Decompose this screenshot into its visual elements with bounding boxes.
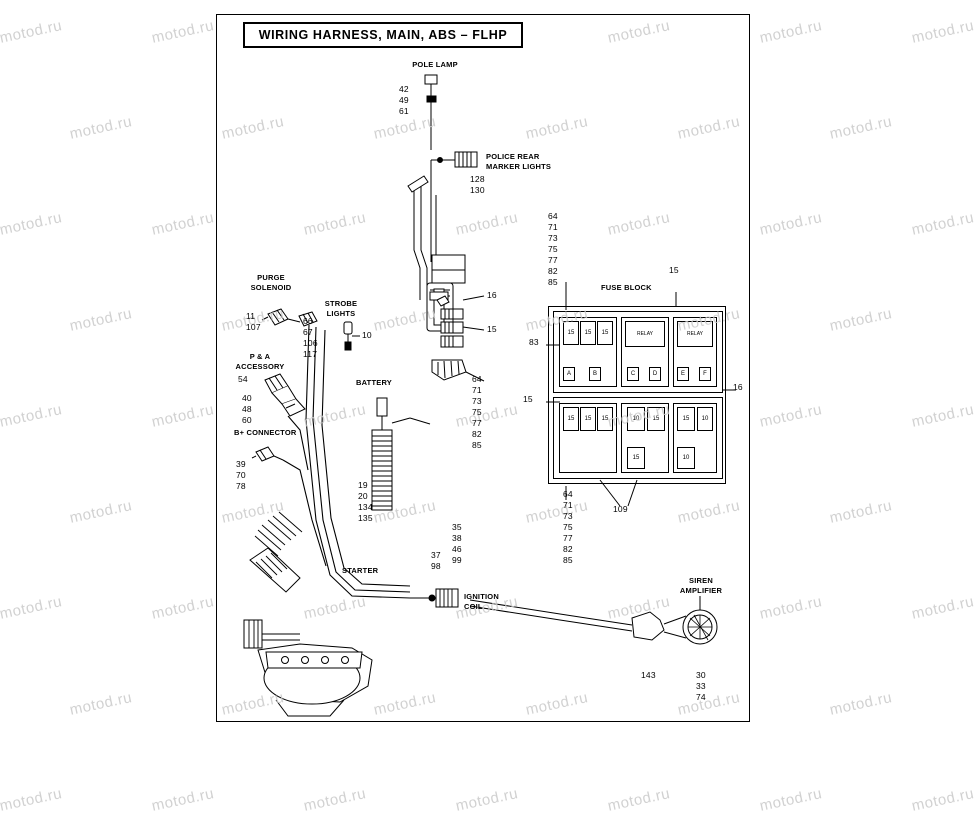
callout-fuse-lower-numbers: 64 71 73 75 77 82 85 <box>563 489 573 565</box>
fuse-cell: 10 <box>697 407 713 431</box>
fuse-letter: D <box>649 367 661 381</box>
diagram-title-box: WIRING HARNESS, MAIN, ABS – FLHP <box>243 22 523 48</box>
watermark-text: motod.ru <box>606 785 672 815</box>
fuse-letter: B <box>589 367 601 381</box>
fuse-cell: 15 <box>563 407 579 431</box>
fuse-bank-upper-mid <box>621 317 669 387</box>
fuse-block-upper-half <box>553 311 723 393</box>
label-b-plus-connector: B+ CONNECTOR <box>234 428 297 437</box>
page-title: WIRING HARNESS, MAIN, ABS – FLHP <box>258 28 508 42</box>
callout-pa-number: 54 <box>238 374 248 384</box>
label-purge-solenoid: PURGE SOLENOID <box>250 273 292 292</box>
watermark-text: motod.ru <box>910 785 976 815</box>
relay-block: RELAY <box>677 321 713 347</box>
label-siren-amplifier: SIREN AMPLIFIER <box>679 576 723 595</box>
callout-fuse-16-right: 16 <box>733 382 743 392</box>
watermark-text: motod.ru <box>0 785 64 815</box>
label-fuse-block: FUSE BLOCK <box>601 283 652 292</box>
fuse-cell: 15 <box>580 321 596 345</box>
wiring-diagram-artwork <box>243 74 736 717</box>
callout-fuse-upper-numbers: 64 71 73 75 77 82 85 <box>548 211 558 287</box>
watermark-text: motod.ru <box>302 785 368 815</box>
label-strobe-lights: STROBE LIGHTS <box>324 299 358 318</box>
fuse-cell: 15 <box>647 407 665 431</box>
fuse-block-diagram: 15 15 15 RELAY RELAY A B C D E F 15 15 1… <box>548 306 726 484</box>
fuse-cell: 15 <box>597 321 613 345</box>
fuse-bank-upper-right <box>673 317 717 387</box>
fuse-cell: 15 <box>580 407 596 431</box>
fuse-letter: A <box>563 367 575 381</box>
label-starter: STARTER <box>342 566 379 575</box>
fuse-bank-lower-left <box>559 403 617 473</box>
fuse-bank-upper-left <box>559 317 617 387</box>
callout-fuse-15-left: 15 <box>523 394 533 404</box>
fuse-cell: 15 <box>597 407 613 431</box>
callout-strobe-number: 10 <box>362 330 372 340</box>
label-pa-accessory: P & A ACCESSORY <box>235 352 285 371</box>
callout-coil-left-numbers: 37 98 <box>431 550 441 571</box>
callout-fuse-109: 109 <box>613 504 628 514</box>
callout-pa-numbers: 40 48 60 <box>242 393 252 425</box>
callout-fuse-15-top: 15 <box>669 265 679 275</box>
callout-siren-numbers: 30 33 74 <box>696 670 706 702</box>
fuse-cell: 15 <box>563 321 579 345</box>
callout-fuse-83: 83 <box>529 337 539 347</box>
fuse-cell: 15 <box>627 447 645 469</box>
callout-center-numbers-upper: 64 71 73 75 77 82 85 <box>472 374 482 450</box>
diagram-frame <box>216 14 750 722</box>
fuse-letter: E <box>677 367 689 381</box>
relay-block: RELAY <box>625 321 665 347</box>
label-police-rear-marker-lights: POLICE REAR MARKER LIGHTS <box>486 152 552 171</box>
label-pole-lamp: POLE LAMP <box>412 60 458 69</box>
watermark-text: motod.ru <box>454 785 520 815</box>
callout-coil-numbers: 35 38 46 99 <box>452 522 462 565</box>
fuse-letter: C <box>627 367 639 381</box>
callout-b-connector-numbers: 39 70 78 <box>236 459 246 491</box>
label-battery: BATTERY <box>356 378 392 387</box>
fuse-cell: 15 <box>677 407 695 431</box>
fuse-bank-lower-mid <box>621 403 669 473</box>
fuse-letter: F <box>699 367 711 381</box>
callout-pole-lamp-numbers: 42 49 61 <box>399 84 409 116</box>
fuse-block-lower-half <box>553 397 723 479</box>
callout-center-16: 16 <box>487 290 497 300</box>
callout-marker-numbers: 128 130 <box>470 174 485 195</box>
callout-purge-mid-numbers: 66 67 106 117 <box>303 316 318 359</box>
fuse-cell: 10 <box>677 447 695 469</box>
callout-purge-left-numbers: 11 107 <box>246 311 261 332</box>
watermark-text: motod.ru <box>150 785 216 815</box>
fuse-bank-lower-right <box>673 403 717 473</box>
callout-battery-numbers: 19 20 134 135 <box>358 480 373 523</box>
label-ignition-coil: IGNITION COIL <box>464 592 499 611</box>
callout-siren-number: 143 <box>641 670 656 680</box>
watermark-text: motod.ru <box>758 785 824 815</box>
callout-center-15: 15 <box>487 324 497 334</box>
fuse-cell: 10 <box>627 407 645 431</box>
